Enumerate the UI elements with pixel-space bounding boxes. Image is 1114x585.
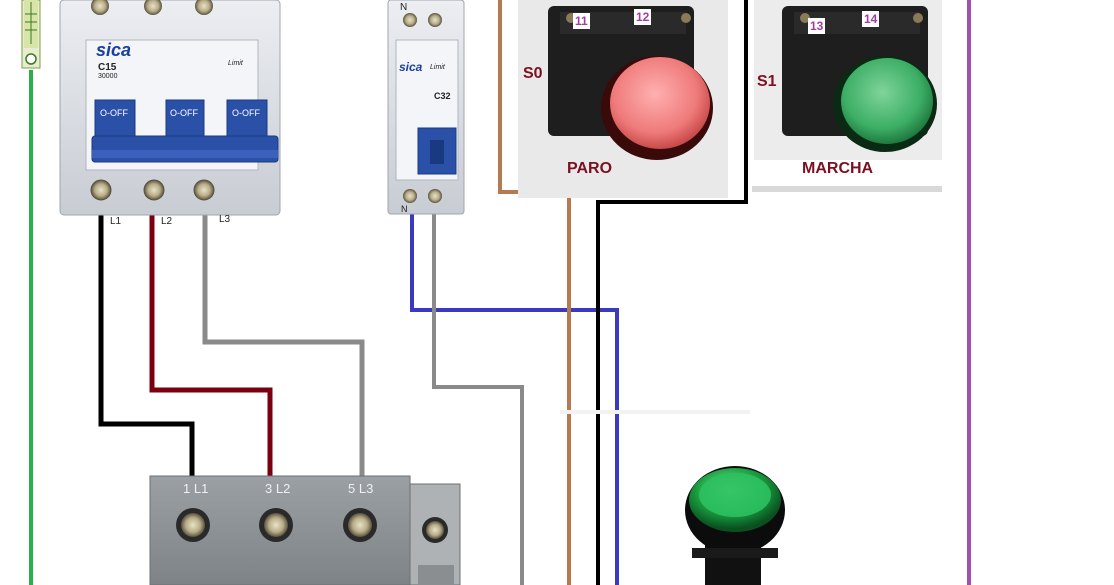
stop-pushbutton — [518, 0, 728, 198]
wire-l1 — [98, 205, 195, 484]
wire-gray-return — [432, 210, 524, 585]
contactor-terminal-1-l1: 1 L1 — [183, 481, 209, 496]
contactor — [149, 475, 461, 585]
wire-l3 — [202, 205, 365, 484]
terminal-label-l1: L1 — [110, 216, 122, 227]
start-button-id: S1 — [757, 73, 777, 90]
breaker-1p-top-terminal: N — [400, 2, 408, 13]
wire-black-control — [596, 0, 748, 585]
breaker-1p-limit: Limit — [430, 64, 445, 71]
breaker-3p-switch-label-1: O-OFF — [100, 108, 128, 118]
stop-button-name: PARO — [567, 160, 613, 177]
breaker-3p-switch-label-3: O-OFF — [232, 108, 260, 118]
wire-l2 — [149, 205, 273, 484]
breaker-3p-rating: 30000 — [98, 73, 118, 80]
breaker-1-pole-neutral — [387, 0, 465, 215]
start-contact-13: 13 — [808, 18, 826, 34]
stop-contact-12: 12 — [634, 9, 652, 25]
start-contact-14: 14 — [862, 11, 880, 27]
terminal-label-l3: L3 — [219, 214, 231, 225]
contactor-terminal-3-l2: 3 L2 — [265, 481, 291, 496]
breaker-3-pole — [59, 0, 281, 216]
terminal-label-l2: L2 — [161, 216, 173, 227]
ground-terminal — [21, 0, 41, 69]
stop-contact-11: 11 — [573, 13, 590, 29]
pilot-lamp — [685, 466, 785, 585]
breaker-3p-limit: Limit — [228, 60, 243, 67]
wire-neutral-blue — [410, 210, 619, 585]
breaker-3p-brand: sica — [96, 40, 132, 60]
contactor-terminal-5-l3: 5 L3 — [348, 481, 374, 496]
breaker-3p-model: C15 — [98, 62, 117, 73]
start-button-name: MARCHA — [802, 160, 874, 177]
breaker-1p-brand: sica — [399, 60, 423, 74]
stop-button-id: S0 — [523, 65, 543, 82]
start-pushbutton — [752, 0, 942, 192]
breaker-1p-bottom-terminal: N — [401, 204, 408, 214]
breaker-1p-model: C32 — [434, 91, 451, 101]
breaker-3p-switch-label-2: O-OFF — [170, 108, 198, 118]
